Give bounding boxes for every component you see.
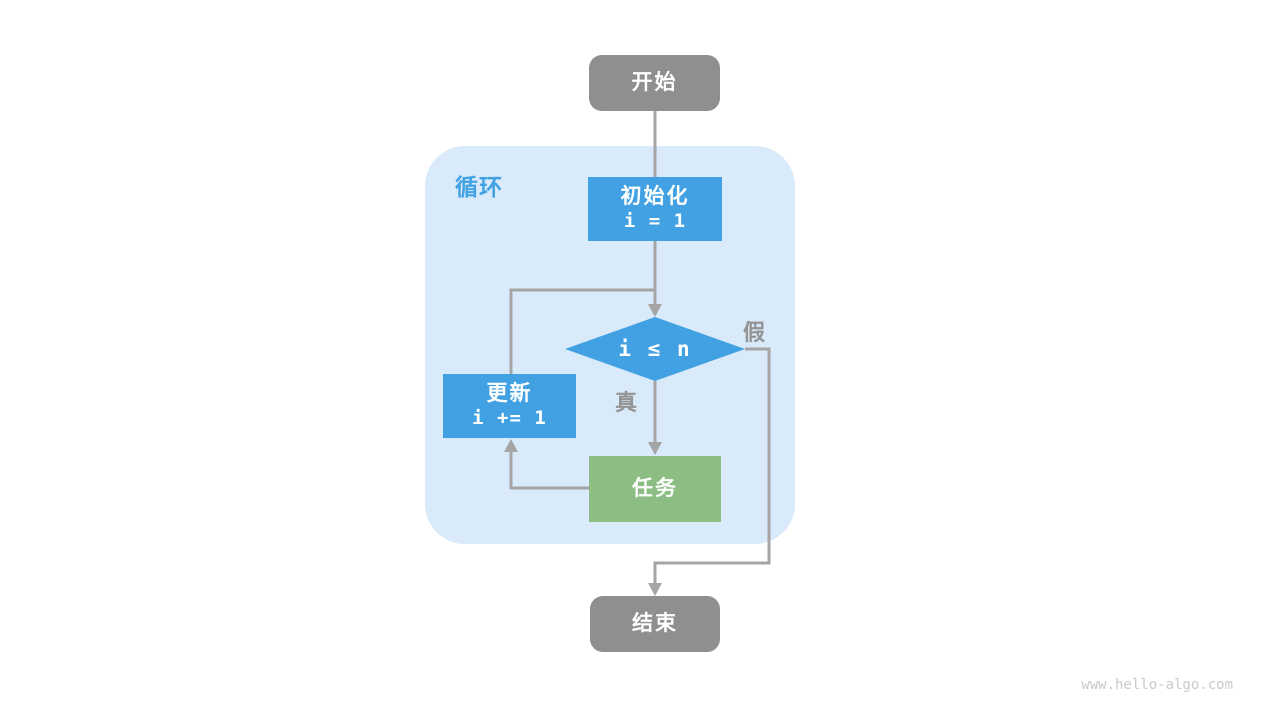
branch-label-false: 假 <box>743 320 766 345</box>
branch-label-true: 真 <box>615 390 638 415</box>
node-start: 开始 <box>589 55 720 111</box>
node-update-code: i += 1 <box>472 407 547 430</box>
arrowhead-into-end <box>648 583 662 596</box>
node-condition-label: i ≤ n <box>618 337 692 361</box>
node-end-label: 结束 <box>632 611 678 635</box>
node-task-label: 任务 <box>632 476 678 500</box>
watermark: www.hello-algo.com <box>1081 677 1233 693</box>
node-update-label: 更新 <box>486 382 533 405</box>
node-task: 任务 <box>589 456 721 522</box>
node-start-label: 开始 <box>631 70 678 94</box>
node-init-code: i = 1 <box>623 210 687 233</box>
loop-container-label: 循环 <box>455 174 503 200</box>
node-end: 结束 <box>590 596 720 652</box>
node-update: 更新 i += 1 <box>443 374 576 438</box>
node-init-label: 初始化 <box>620 185 690 208</box>
node-init: 初始化 i = 1 <box>588 177 722 241</box>
